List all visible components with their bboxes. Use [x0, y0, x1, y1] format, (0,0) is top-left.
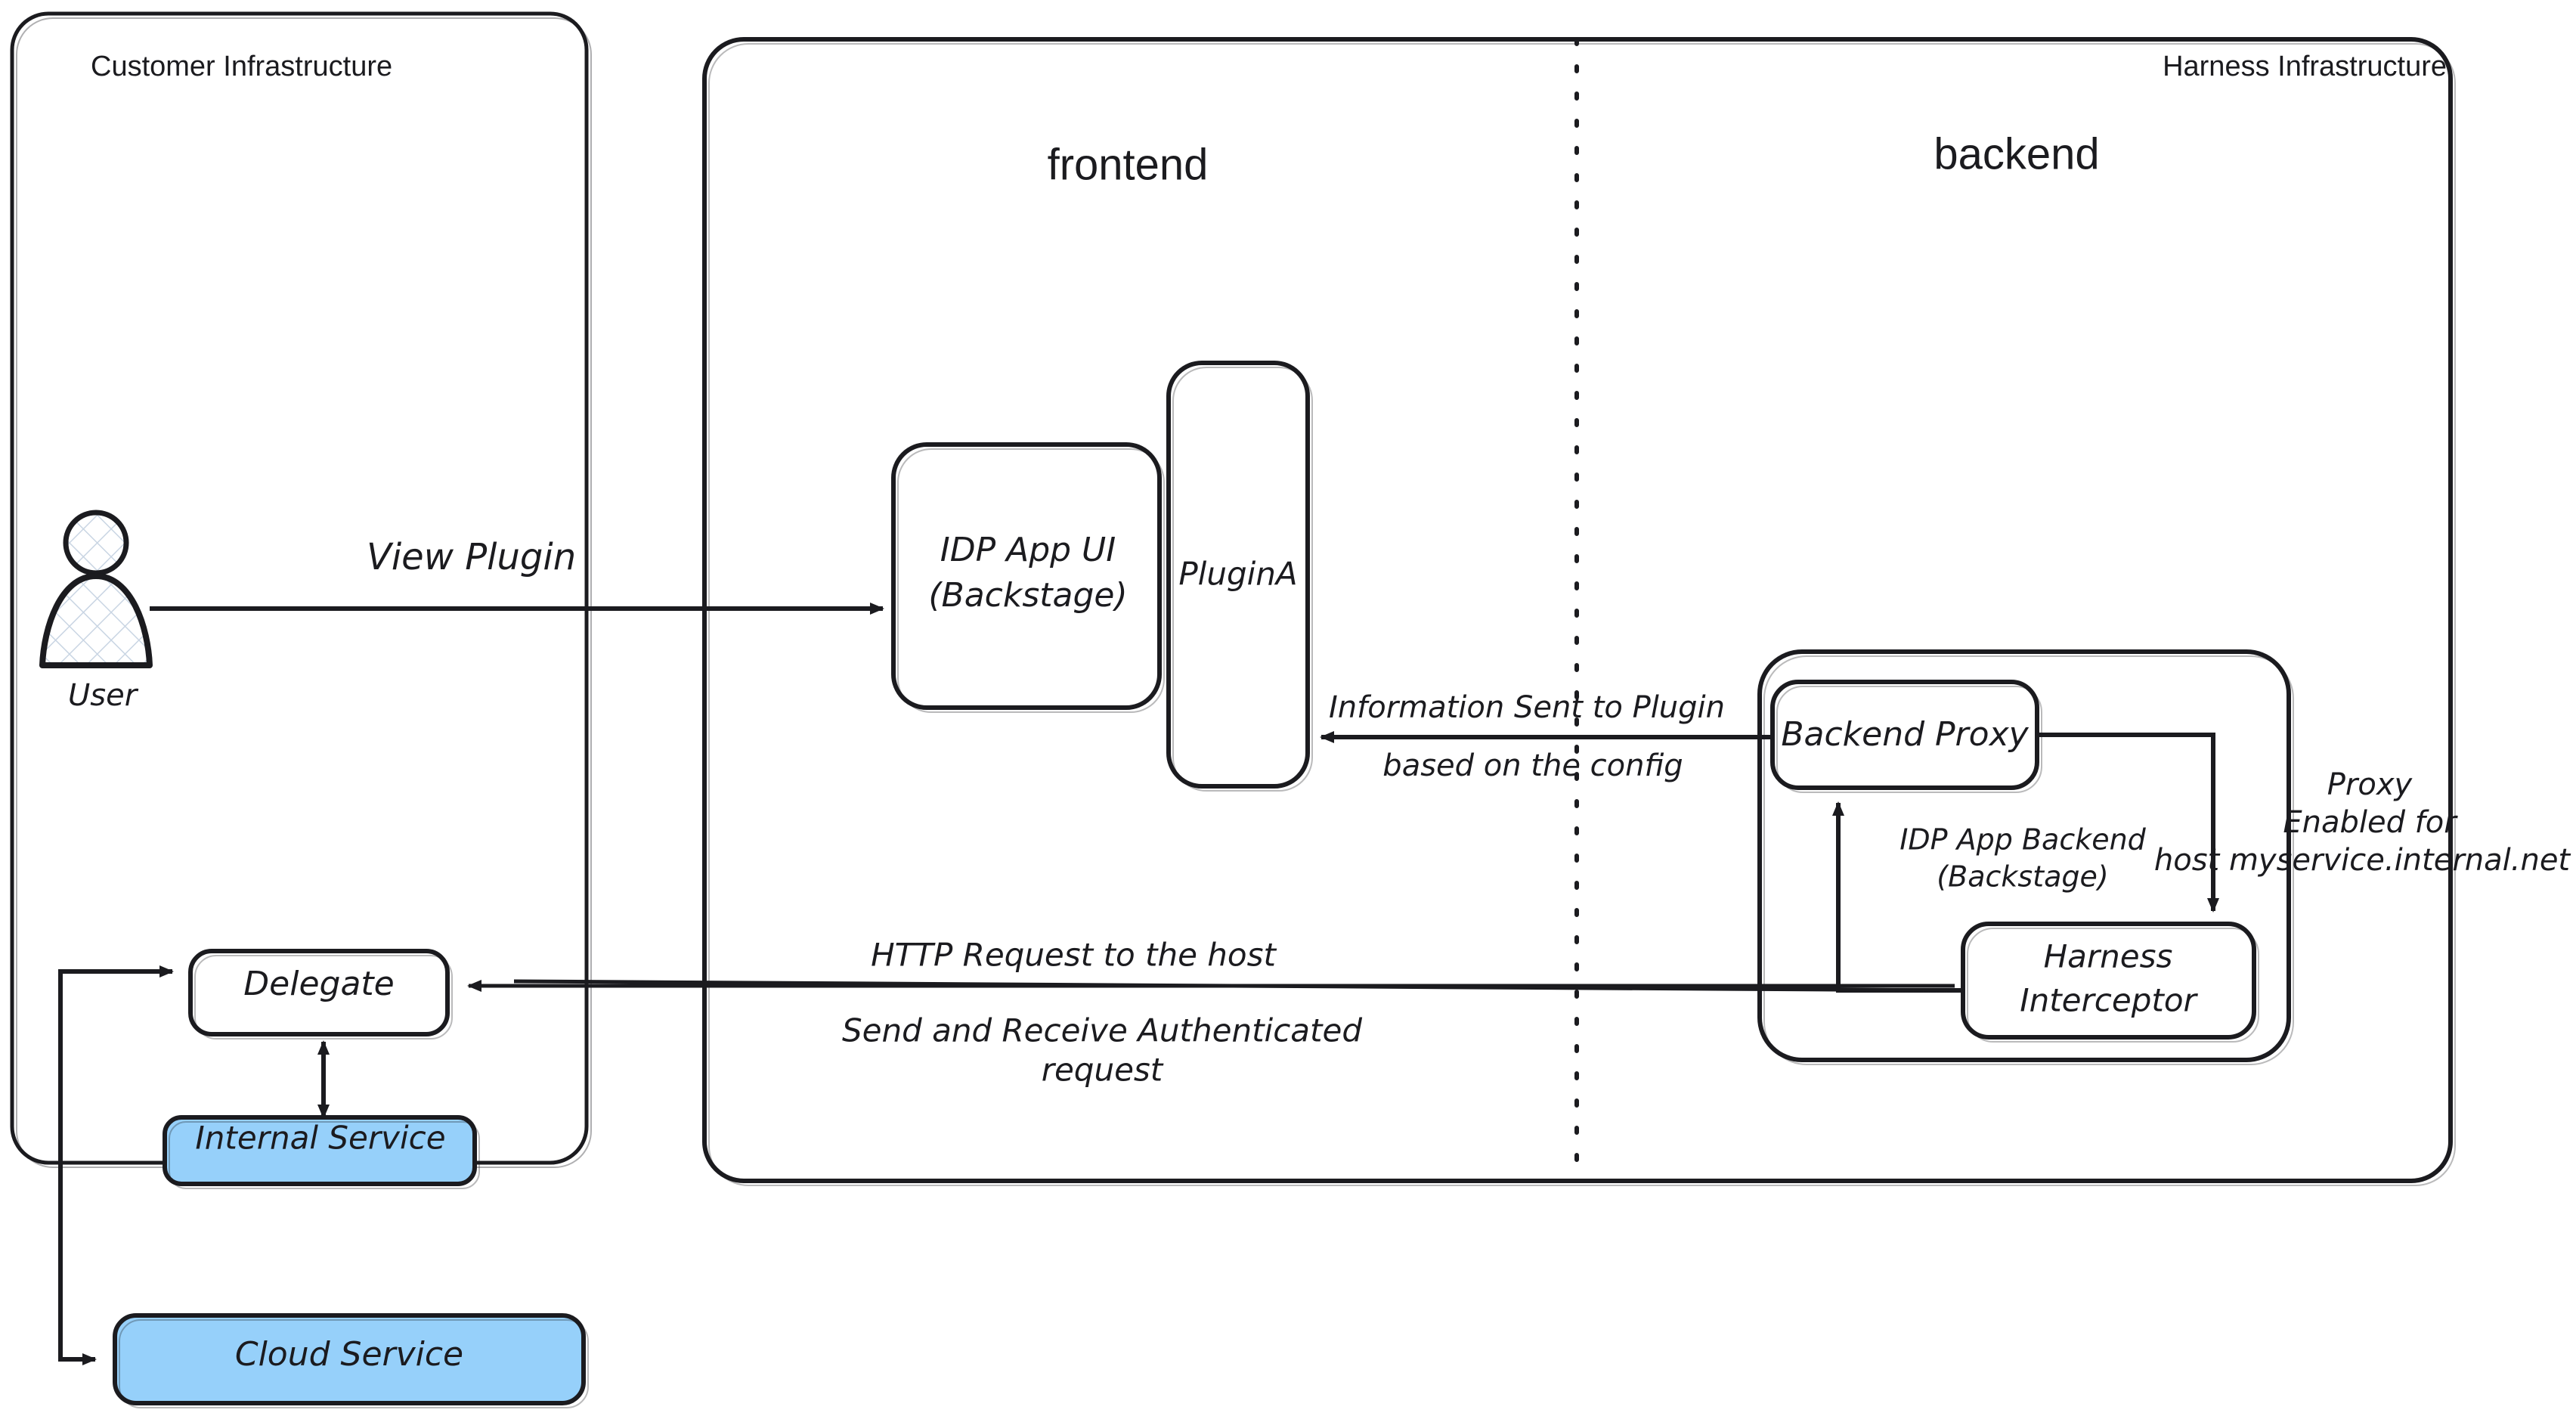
edge-delegate-to-cloud-service	[58, 975, 97, 1365]
idp-app-backend-container: IDP App Backend (Backstage)	[1757, 649, 2294, 1065]
plugin-a-label: PluginA	[1178, 556, 1297, 593]
edge-cloud-service-to-delegate	[58, 965, 174, 1359]
harness-interceptor-label-line2: Interceptor	[2020, 982, 2198, 1019]
idp-app-backend-label-line1: IDP App Backend	[1899, 823, 2146, 857]
edge-http-request-label-line1: HTTP Request to the host	[871, 937, 1277, 974]
user-label: User	[68, 678, 139, 713]
frontend-label: frontend	[1048, 140, 1209, 189]
idp-app-backend-label-line2: (Backstage)	[1937, 860, 2108, 894]
idp-app-ui-label-line2: (Backstage)	[928, 576, 1127, 615]
harness-interceptor-node[interactable]: Harness Interceptor	[1961, 922, 2259, 1043]
backend-proxy-label: Backend Proxy	[1781, 715, 2029, 754]
edge-http-request-label-line2: Send and Receive Authenticated	[842, 1012, 1362, 1049]
proxy-enabled-label-line3: host myservice.internal.net	[2154, 843, 2571, 878]
user-actor-icon	[39, 510, 153, 668]
backend-proxy-node[interactable]: Backend Proxy	[1770, 680, 2042, 793]
proxy-enabled-label-line2: Enabled for	[2283, 805, 2458, 840]
delegate-label: Delegate	[243, 965, 394, 1003]
customer-infrastructure-label: Customer Infrastructure	[91, 51, 392, 82]
cloud-service-node[interactable]: Cloud Service	[113, 1313, 589, 1408]
edge-info-to-plugin-label-line2: based on the config	[1382, 748, 1683, 783]
backend-label: backend	[1934, 129, 2099, 178]
idp-app-ui-node[interactable]: IDP App UI (Backstage)	[891, 442, 1165, 713]
edge-view-plugin-label: View Plugin	[367, 536, 576, 578]
cloud-service-label: Cloud Service	[235, 1335, 463, 1374]
internal-service-label: Internal Service	[195, 1120, 445, 1157]
edge-info-to-plugin-label-line1: Information Sent to Plugin	[1329, 690, 1725, 725]
plugin-a-node[interactable]: PluginA	[1166, 361, 1313, 792]
harness-interceptor-label-line1: Harness	[2044, 938, 2173, 975]
edge-proxy-to-interceptor	[2037, 733, 2219, 912]
internal-service-node[interactable]: Internal Service	[163, 1115, 480, 1189]
delegate-node[interactable]: Delegate	[188, 949, 453, 1040]
edge-http-request-label-line3: request	[1042, 1052, 1164, 1089]
proxy-enabled-label-line1: Proxy	[2327, 767, 2413, 802]
harness-infrastructure-label: Harness Infrastructure	[2163, 51, 2447, 82]
idp-app-ui-label-line1: IDP App UI	[940, 531, 1116, 569]
